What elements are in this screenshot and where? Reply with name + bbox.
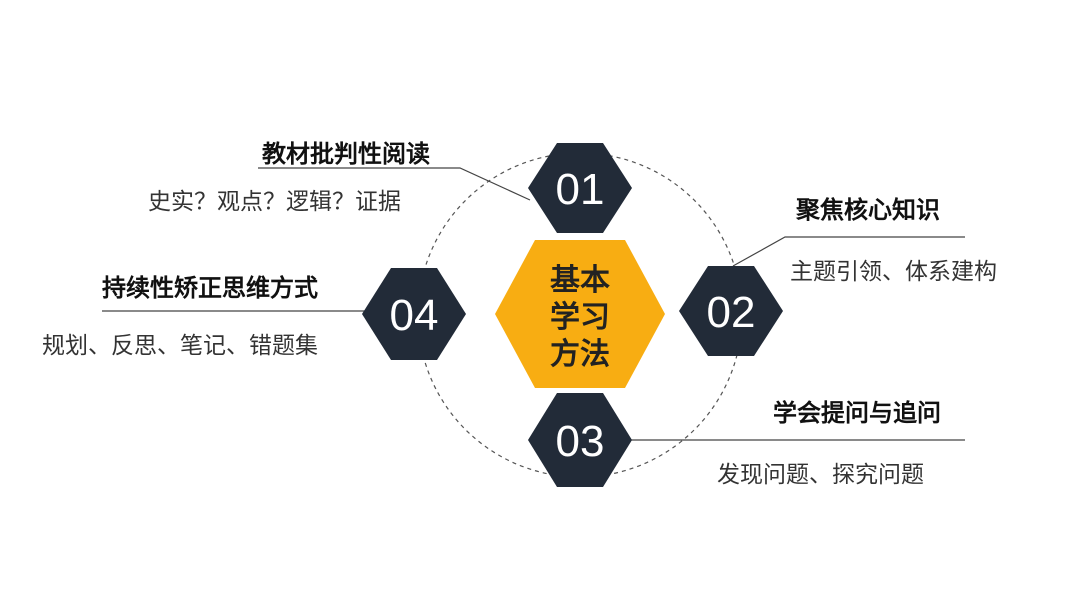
center-line-2: 学习: [550, 300, 610, 335]
hex-02: [679, 266, 783, 356]
item-03-subtitle: 发现问题、探究问题: [717, 462, 924, 488]
item-03-title: 学会提问与追问: [773, 399, 941, 427]
hex-03: [528, 393, 632, 487]
item-01-title: 教材批判性阅读: [262, 140, 430, 168]
item-02-subtitle: 主题引领、体系建构: [790, 259, 997, 285]
connector-02: [732, 236, 965, 267]
hex-04: [362, 268, 466, 360]
number-01: 01: [556, 165, 605, 214]
number-04: 04: [390, 291, 439, 340]
number-03: 03: [556, 417, 605, 466]
item-04-title: 持续性矫正思维方式: [102, 274, 318, 302]
center-line-3: 方法: [550, 337, 610, 372]
hex-center: [495, 240, 665, 388]
item-04-subtitle: 规划、反思、笔记、错题集: [42, 333, 318, 359]
hex-01: [528, 143, 632, 233]
item-01-subtitle: 史实？观点？逻辑？证据: [148, 189, 401, 215]
center-line-1: 基本: [550, 263, 610, 298]
number-02: 02: [707, 288, 756, 337]
connector-01: [258, 167, 531, 201]
item-02-title: 聚焦核心知识: [796, 196, 940, 224]
